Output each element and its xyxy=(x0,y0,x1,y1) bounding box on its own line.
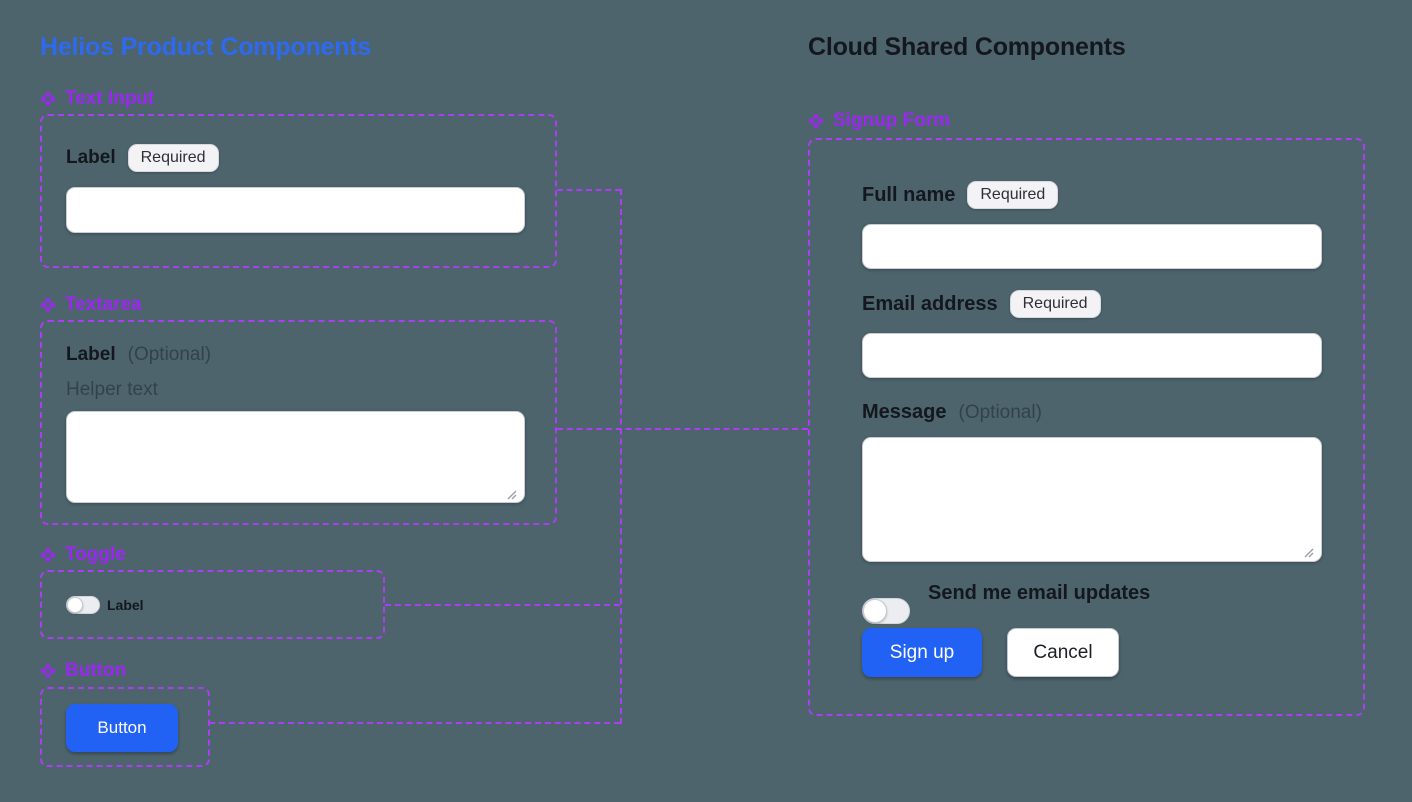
component-name: Signup Form xyxy=(833,110,951,131)
toggle-knob xyxy=(863,599,887,623)
component-name: Text Input xyxy=(65,88,155,109)
toggle-label: Label xyxy=(107,597,144,613)
toggle-knob xyxy=(67,597,83,613)
component-diamond-icon xyxy=(40,297,56,313)
text-input-component-frame[interactable] xyxy=(40,114,557,268)
required-badge: Required xyxy=(967,181,1059,209)
full-name-label: Full name xyxy=(862,183,956,206)
component-name: Toggle xyxy=(65,544,126,565)
textarea-helper-text: Helper text xyxy=(66,379,158,400)
connector-button xyxy=(209,722,620,724)
component-name: Textarea xyxy=(65,294,142,315)
message-textarea[interactable] xyxy=(862,437,1322,562)
required-badge: Required xyxy=(127,144,219,172)
email-label: Email address xyxy=(862,292,998,315)
cancel-button[interactable]: Cancel xyxy=(1007,628,1119,677)
connector-spine xyxy=(620,189,622,724)
optional-tag: (Optional) xyxy=(958,401,1042,423)
component-diamond-icon xyxy=(40,547,56,563)
email-updates-toggle[interactable] xyxy=(862,598,910,624)
textarea-field[interactable] xyxy=(66,411,525,503)
component-label-textarea[interactable]: Textarea xyxy=(40,294,142,316)
component-label-button[interactable]: Button xyxy=(40,660,126,682)
sign-up-button[interactable]: Sign up xyxy=(862,628,982,677)
email-input[interactable] xyxy=(862,333,1322,378)
component-diamond-icon xyxy=(40,663,56,679)
textarea-component-frame[interactable] xyxy=(40,320,557,525)
toggle-switch[interactable] xyxy=(66,596,100,614)
sample-button[interactable]: Button xyxy=(66,704,178,752)
component-label-text-input[interactable]: Text Input xyxy=(40,88,154,110)
connector-text-input xyxy=(557,189,621,191)
email-updates-label: Send me email updates xyxy=(928,582,1151,604)
text-input-field[interactable] xyxy=(66,187,525,233)
message-label: Message xyxy=(862,401,947,423)
component-diamond-icon xyxy=(40,91,56,107)
connector-textarea xyxy=(557,428,808,430)
toggle-component-frame[interactable] xyxy=(40,570,385,639)
optional-tag: (Optional) xyxy=(127,344,212,365)
text-input-label: Label xyxy=(66,147,116,168)
required-badge: Required xyxy=(1009,290,1101,318)
full-name-input[interactable] xyxy=(862,224,1322,269)
component-name: Button xyxy=(65,660,127,681)
right-library-title: Cloud Shared Components xyxy=(808,33,1126,61)
connector-toggle xyxy=(385,604,620,606)
component-label-signup-form[interactable]: Signup Form xyxy=(808,110,950,132)
left-library-title: Helios Product Components xyxy=(40,33,372,61)
component-diamond-icon xyxy=(808,113,824,129)
signup-form-frame[interactable] xyxy=(808,138,1365,716)
button-component-frame[interactable] xyxy=(40,687,210,767)
textarea-label: Label xyxy=(66,344,116,365)
component-label-toggle[interactable]: Toggle xyxy=(40,544,126,566)
